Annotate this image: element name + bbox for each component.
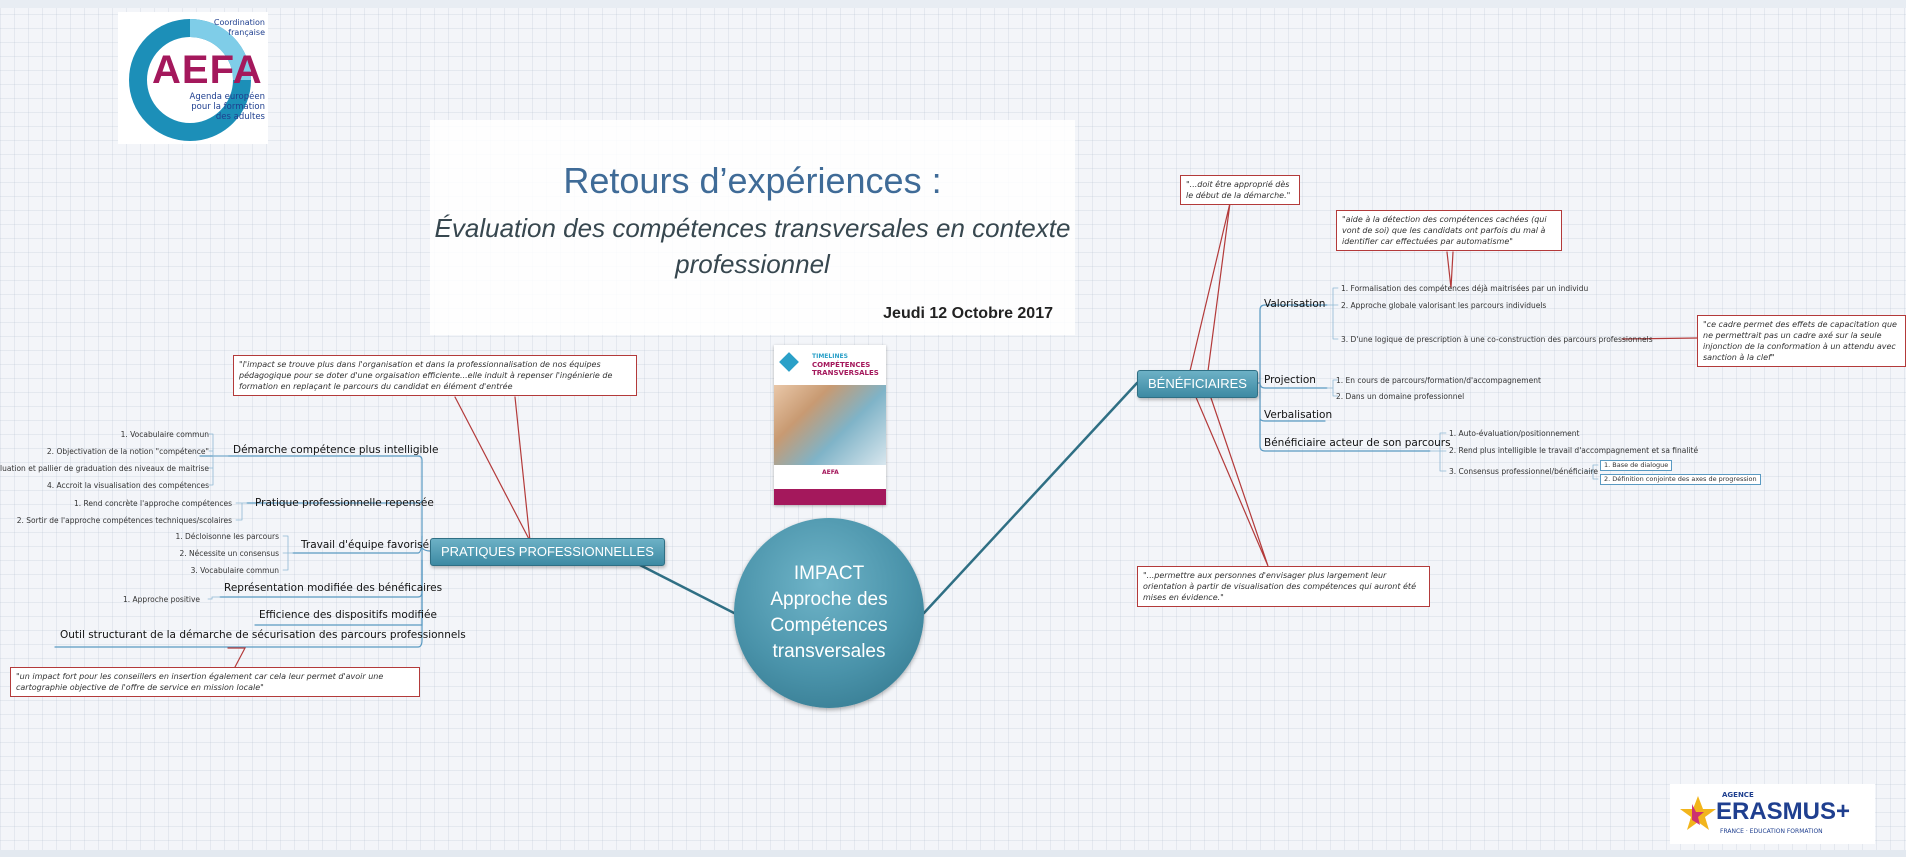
brochure-line1: TIMELINES (812, 353, 848, 360)
left-branch-1[interactable]: Démarche compétence plus intelligible (233, 444, 439, 456)
right-branch-1[interactable]: Valorisation (1264, 298, 1326, 310)
consensus-sub-1: 1. Base de dialogue (1600, 460, 1673, 471)
central-topic[interactable]: IMPACT Approche des Compétences transver… (734, 518, 924, 708)
right-branch-2[interactable]: Projection (1264, 374, 1316, 386)
right-leaf: 1. Formalisation des compétences déjà ma… (1341, 284, 1589, 293)
left-branch-2[interactable]: Pratique professionnelle repensée (255, 497, 434, 509)
bottom-bar (0, 850, 1906, 857)
center-line1: IMPACT (793, 563, 865, 584)
erasmus-logo: AGENCE ERASMUS+ FRANCE · EDUCATION FORMA… (1670, 784, 1875, 844)
right-note-cadre: "ce cadre permet des effets de capacitat… (1697, 315, 1906, 367)
right-branch-3[interactable]: Verbalisation (1264, 409, 1333, 421)
right-leaf: 1. En cours de parcours/formation/d'acco… (1336, 376, 1541, 385)
erasmus-name: ERASMUS+ (1716, 798, 1851, 825)
brochure-image: TIMELINES COMPÉTENCES TRANSVERSALES AEFA (774, 345, 886, 505)
left-leaf: 2. Objectivation de la notion "compétenc… (46, 447, 209, 456)
page-subtitle: Évaluation des compétences transversales… (430, 210, 1075, 282)
left-note-top: "l'impact se trouve plus dans l'organisa… (233, 355, 637, 396)
aefa-acronym: AEFA (152, 48, 263, 92)
left-branch-5[interactable]: Efficience des dispositifs modifiée (259, 609, 437, 621)
left-branch-6[interactable]: Outil structurant de la démarche de sécu… (60, 629, 466, 641)
left-leaf: 2. Nécessite un consensus (179, 549, 279, 558)
right-note-top: "...doit être approprié dès le début de … (1180, 175, 1300, 205)
erasmus-agence: AGENCE (1722, 791, 1754, 799)
erasmus-tagline: FRANCE · EDUCATION FORMATION (1720, 828, 1823, 835)
left-branch-3[interactable]: Travail d'équipe favorisé (301, 539, 430, 551)
aefa-logo: Coordination française AEFA Agenda europ… (118, 12, 268, 144)
brochure-photo (774, 385, 886, 465)
center-line4: transversales (772, 641, 886, 662)
right-leaf: 2. Approche globale valorisant les parco… (1341, 301, 1547, 310)
right-main-topic[interactable]: BÉNÉFICIAIRES (1137, 370, 1258, 398)
center-line3: Compétences (770, 615, 888, 636)
page-title: Retours d’expériences : (563, 160, 942, 201)
brochure-line3: TRANSVERSALES (812, 369, 879, 377)
left-note-bottom: "un impact fort pour les conseillers en … (10, 667, 420, 697)
right-leaf: 2. Dans un domaine professionnel (1336, 392, 1465, 401)
right-note-detect: "aide à la détection des compétences cac… (1336, 210, 1562, 251)
title-block: Retours d’expériences : Évaluation des c… (430, 120, 1075, 335)
link-center-left (634, 561, 736, 615)
left-leaf: 3. Évaluation et pallier de graduation d… (0, 464, 209, 473)
right-branch-4[interactable]: Bénéficiaire acteur de son parcours (1264, 437, 1451, 449)
aefa-top-line2: française (228, 28, 265, 37)
right-note-bottom: "...permettre aux personnes d'envisager … (1137, 566, 1430, 607)
aefa-bottom-line1: Agenda européen (189, 92, 266, 102)
left-leaf: 2. Sortir de l'approche compétences tech… (16, 516, 232, 525)
brochure-line2: COMPÉTENCES (812, 361, 871, 369)
left-leaf: 1. Décloisonne les parcours (175, 532, 279, 541)
erasmus-star-icon (1680, 796, 1716, 830)
aefa-ring-icon (129, 19, 251, 141)
right-leaf: 1. Auto-évaluation/positionnement (1449, 429, 1580, 438)
left-leaf: 1. Vocabulaire commun (120, 430, 209, 439)
right-leaf: 3. D'une logique de prescription à une c… (1341, 335, 1653, 344)
left-leaf: 1. Rend concrète l'approche compétences (74, 499, 232, 508)
left-leaf: 4. Accroit la visualisation des compéten… (47, 481, 209, 490)
left-main-topic[interactable]: PRATIQUES PROFESSIONNELLES (430, 538, 665, 566)
left-leaf: 1. Approche positive (123, 595, 200, 604)
center-line2: Approche des (770, 589, 888, 610)
right-leaf: 2. Rend plus intelligible le travail d'a… (1449, 446, 1699, 455)
consensus-sub-2: 2. Définition conjointe des axes de prog… (1600, 474, 1761, 485)
aefa-bottom-line3: des adultes (215, 112, 265, 122)
brochure-logo: AEFA (822, 469, 839, 476)
aefa-bottom-line2: pour la formation (191, 102, 265, 112)
top-bar (0, 0, 1906, 8)
subtitle-line1: Évaluation des compétences transversales… (434, 213, 1071, 243)
left-branch-4[interactable]: Représentation modifiée des bénéficaires (224, 582, 443, 594)
left-leaf: 3. Vocabulaire commun (190, 566, 279, 575)
link-center-right (922, 381, 1139, 615)
subtitle-line2: professionnel (675, 249, 830, 279)
event-date: Jeudi 12 Octobre 2017 (883, 305, 1053, 322)
right-leaf: 3. Consensus professionnel/bénéficiaire (1449, 467, 1598, 476)
aefa-top-line1: Coordination (213, 18, 265, 27)
